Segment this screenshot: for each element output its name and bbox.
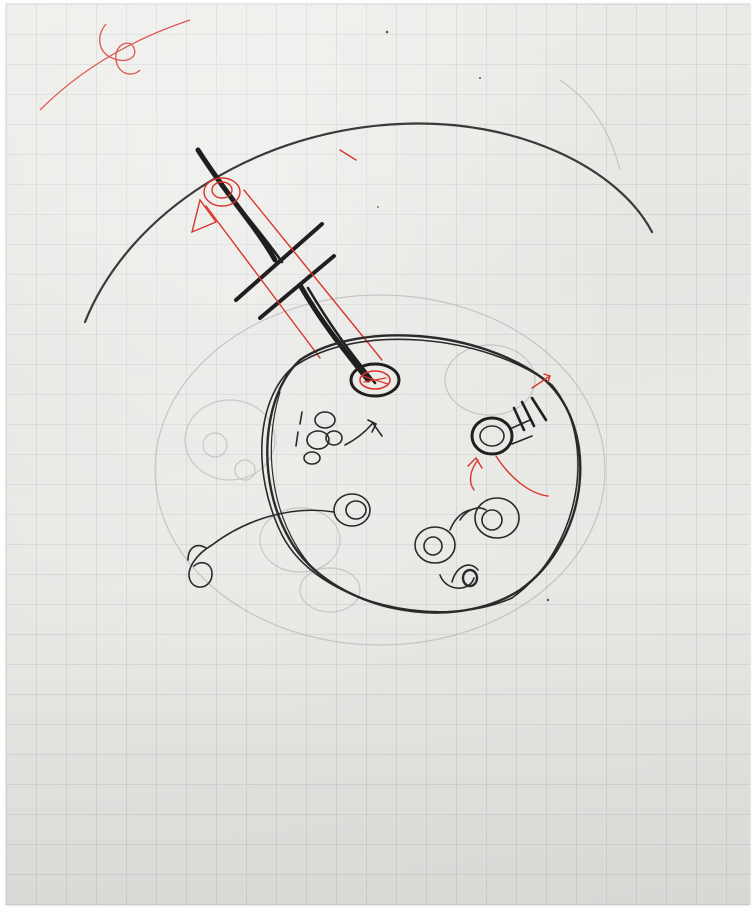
- lower-right-circles: [415, 498, 519, 588]
- stalk-drawing: [198, 150, 375, 383]
- center-circle: [334, 494, 370, 526]
- red-arc-marks: [40, 20, 190, 110]
- right-coupling: [468, 374, 550, 496]
- left-cluster: [296, 412, 382, 464]
- disc-inlet: [351, 364, 399, 396]
- outer-pencil-arc: [85, 124, 652, 322]
